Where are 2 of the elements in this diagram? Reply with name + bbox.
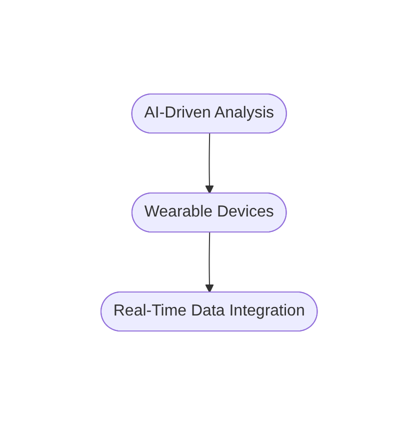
arrow xyxy=(205,232,214,292)
arrow xyxy=(205,132,214,194)
